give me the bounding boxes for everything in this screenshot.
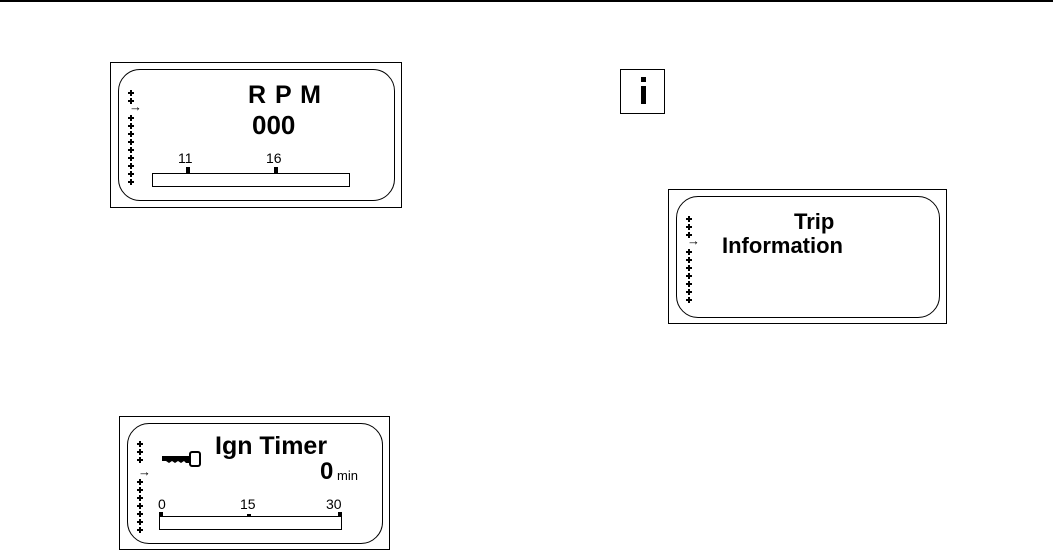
arrow-right-icon: → [129,99,142,114]
rpm-scale-label: 16 [266,150,282,166]
rail-tick [127,98,135,106]
rail-tick [136,441,144,449]
rail-tick [685,273,693,281]
arrow-right-icon: → [138,464,151,479]
rail-tick [136,487,144,495]
ign-timer-bar [159,516,342,530]
rail-tick [127,163,135,171]
rail-tick [685,289,693,297]
rpm-scale-mark [274,167,278,173]
trip-title-line2: Information [722,233,843,258]
menu-rail: → [685,216,700,306]
ign-timer-display-panel: → Ign Timer 0 min 0 15 30 [119,416,390,550]
rail-tick [136,511,144,519]
rail-tick [136,457,144,465]
info-icon-stem [641,86,646,104]
rpm-title: R P M [248,81,322,109]
rail-tick [685,281,693,289]
rpm-display-screen [118,69,395,201]
rail-tick [127,123,135,131]
ign-timer-value: 0 [320,458,334,485]
rail-tick [127,147,135,155]
rail-tick [136,503,144,511]
rail-tick [127,131,135,139]
ign-timer-display-screen [127,423,383,544]
rail-tick [136,449,144,457]
menu-rail: → [127,90,142,187]
rpm-value: 000 [252,110,296,140]
trip-display-screen [676,196,940,318]
rail-tick [685,257,693,265]
rail-tick [685,249,693,257]
rail-tick [127,139,135,147]
ign-timer-unit: min [337,468,358,483]
rail-tick [127,115,135,123]
ign-scale-label: 0 [158,496,166,512]
rpm-scale-label: 11 [178,150,193,166]
rail-tick [127,179,135,187]
rpm-display-panel: → R P M 000 11 16 [110,62,402,208]
info-icon-dot [641,77,646,82]
rpm-scale-mark [186,167,190,173]
rail-tick [127,155,135,163]
ign-scale-label: 30 [326,496,342,512]
rail-tick [685,216,693,224]
menu-rail: → [136,441,151,537]
ign-scale-label: 15 [240,496,256,512]
ign-scale-mark [159,512,163,518]
top-rule [0,0,1053,2]
ign-timer-title: Ign Timer [215,432,328,460]
rail-tick [136,479,144,487]
ign-scale-mark [338,512,342,518]
rail-tick [136,495,144,503]
rail-tick [127,171,135,179]
info-icon [620,69,665,114]
rail-tick [685,265,693,273]
arrow-right-icon: → [687,233,700,248]
rpm-bar [152,173,350,187]
rail-tick [127,90,135,98]
trip-title-line1: Trip [794,209,835,234]
rail-tick [136,519,144,527]
rail-tick [136,527,144,535]
rail-tick [685,232,693,240]
rail-tick [685,297,693,305]
trip-display-panel: → Trip Information [668,189,947,324]
key-icon [162,451,201,467]
rail-tick [685,224,693,232]
